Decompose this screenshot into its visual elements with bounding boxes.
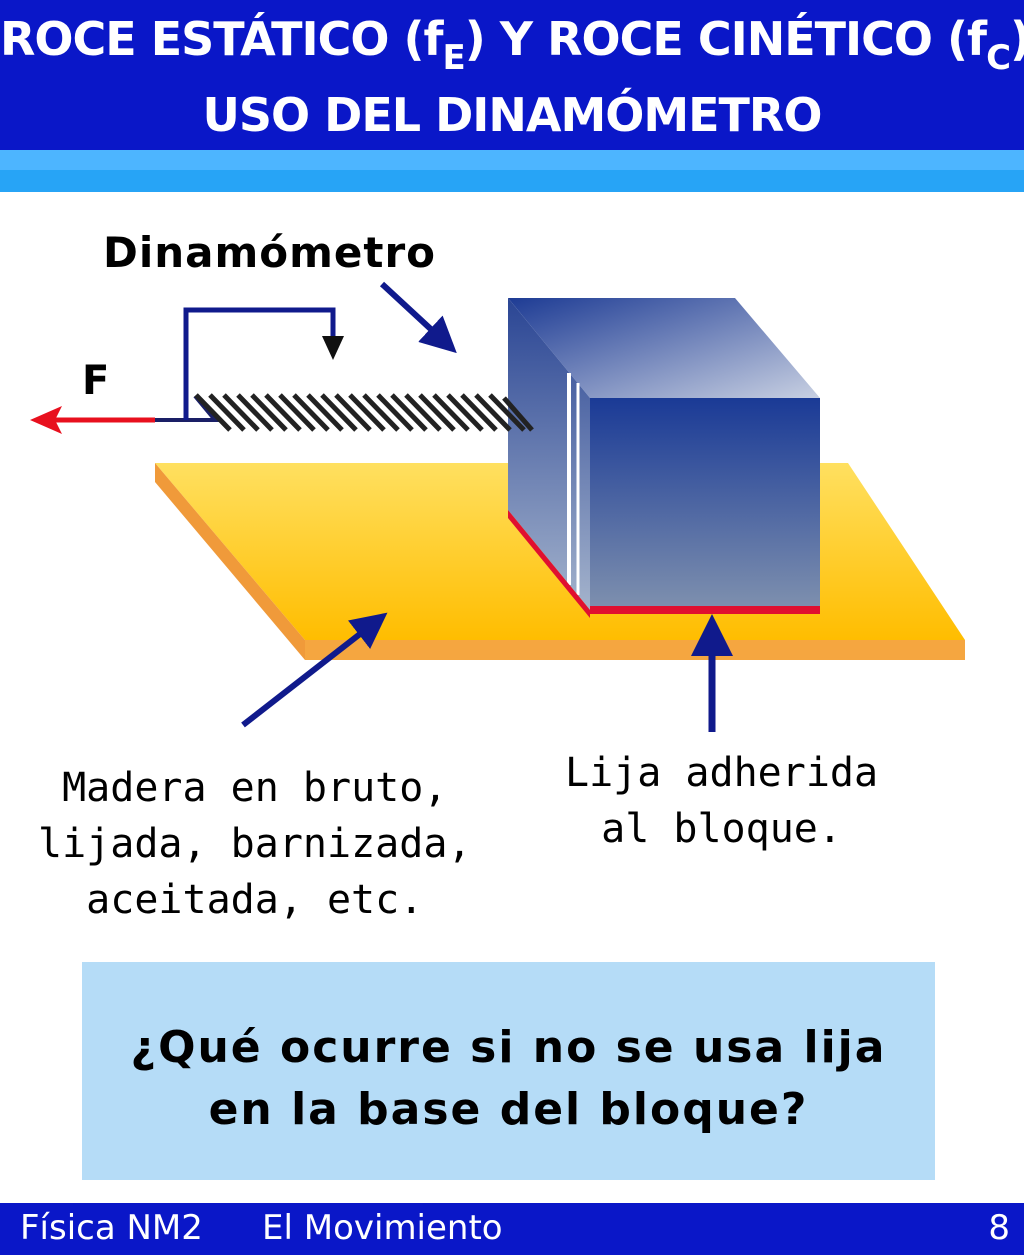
surface-label: Madera en bruto, lijada, barnizada, acei…: [38, 765, 472, 923]
force-arrow: [30, 406, 155, 434]
friction-diagram: [30, 281, 965, 732]
header-stripe: [0, 150, 1024, 170]
surface-pointer-arrow: [241, 612, 388, 728]
question-text: ¿Qué ocurre si no se usa lija en la base…: [130, 1022, 887, 1135]
scale-pointer-icon: [322, 336, 344, 360]
header-stripe-dark: [0, 170, 1024, 192]
sandpaper-strip-front: [590, 606, 820, 614]
force-label: F: [82, 358, 110, 404]
title-line-2: USO DEL DINAMÓMETRO: [202, 88, 823, 142]
spring-coil: [194, 393, 534, 432]
dynamometer: [155, 307, 534, 432]
footer-subject: Física NM2: [20, 1208, 203, 1248]
sanded-block: [508, 298, 820, 618]
dynamometer-pointer-arrow: [379, 281, 457, 354]
question-box: ¿Qué ocurre si no se usa lija en la base…: [82, 962, 935, 1180]
dynamometer-label: Dinamómetro: [103, 228, 437, 277]
footer-bar: Física NM2 El Movimiento 8: [0, 1203, 1024, 1255]
page-number: 8: [988, 1208, 1010, 1248]
title-bar: ROCE ESTÁTICO (fE) Y ROCE CINÉTICO (fC) …: [0, 0, 1024, 150]
sandpaper-strip-side: [508, 510, 590, 618]
title-line-1: ROCE ESTÁTICO (fE) Y ROCE CINÉTICO (fC): [0, 12, 1024, 78]
footer-topic: El Movimiento: [262, 1208, 503, 1248]
sandpaper-label: Lija adherida al bloque.: [565, 750, 879, 852]
